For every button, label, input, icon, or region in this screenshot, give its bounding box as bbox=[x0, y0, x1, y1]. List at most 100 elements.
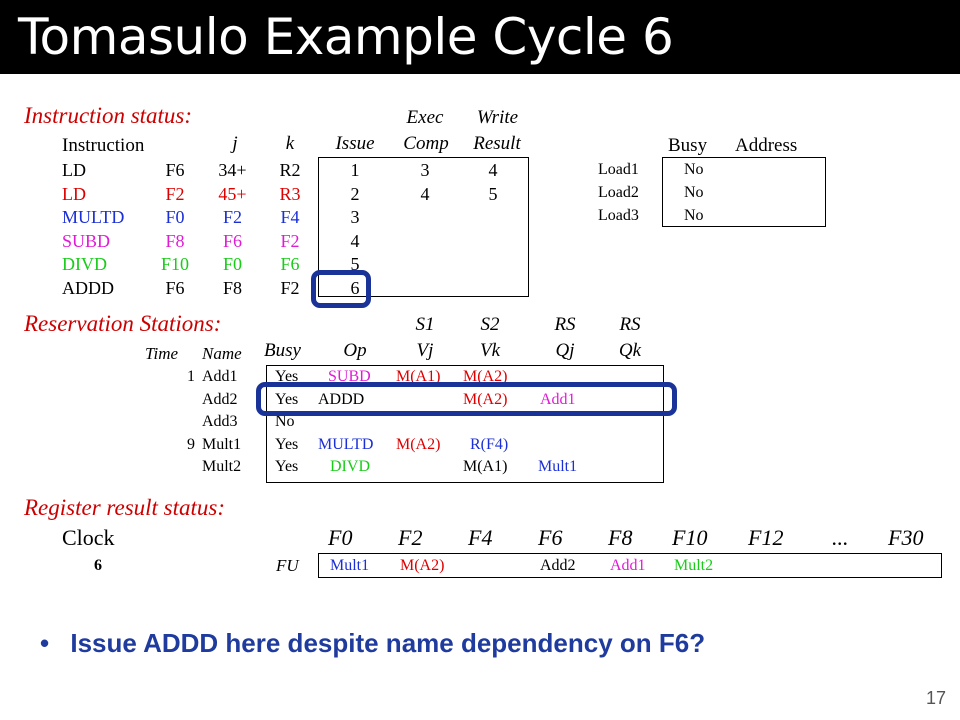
exec-top-header: Exec bbox=[406, 107, 444, 128]
rs-time: 1 bbox=[187, 368, 195, 385]
rs-name: Mult1 bbox=[202, 435, 242, 453]
register-fu-value: Mult1 bbox=[330, 557, 370, 574]
rs-op: MULTD bbox=[318, 435, 374, 453]
instruction-j: F10 bbox=[160, 254, 189, 274]
instruction-k: 34+ bbox=[218, 160, 247, 180]
instruction-j: F6 bbox=[165, 160, 185, 180]
rs-vk: M(A1) bbox=[463, 458, 508, 475]
instruction-op: MULTD bbox=[62, 207, 125, 227]
vk-header: Vk bbox=[479, 340, 501, 361]
instruction-op: DIVD bbox=[62, 254, 107, 274]
page-number: 17 bbox=[926, 688, 947, 708]
write-result-cycle: 5 bbox=[488, 183, 498, 204]
register-header: F10 bbox=[672, 525, 708, 550]
write-top-header: Write bbox=[476, 107, 519, 128]
s1-header: S1 bbox=[415, 314, 435, 335]
busy-header: Busy bbox=[668, 135, 708, 156]
rs-vk: M(A2) bbox=[463, 390, 508, 408]
rs-op: ADDD bbox=[318, 390, 365, 408]
load-buffer-busy: No bbox=[684, 184, 704, 201]
qj-header: Qj bbox=[555, 340, 575, 361]
issue-cycle: 2 bbox=[350, 183, 360, 204]
instruction-reg: R2 bbox=[279, 160, 301, 180]
rs-vj: M(A2) bbox=[396, 435, 441, 453]
reservation-stations-heading: Reservation Stations: bbox=[24, 311, 222, 336]
instruction-k: F8 bbox=[222, 277, 242, 298]
rs-name: Add3 bbox=[202, 413, 238, 430]
write-result-cycle: 4 bbox=[488, 160, 498, 180]
clock-label: Clock bbox=[62, 525, 115, 550]
rs-busy: No bbox=[275, 413, 295, 430]
load-buffer-box bbox=[662, 157, 826, 227]
clock-value: 6 bbox=[94, 557, 102, 574]
exec-comp-header: Comp bbox=[403, 133, 449, 154]
instruction-k: 45+ bbox=[218, 183, 247, 204]
write-result-header: Result bbox=[473, 133, 521, 154]
register-fu-value: Mult2 bbox=[674, 557, 714, 574]
instruction-reg: R3 bbox=[279, 183, 301, 204]
register-header: F2 bbox=[398, 525, 423, 550]
rs-vk: R(F4) bbox=[470, 435, 509, 453]
rs-busy: Yes bbox=[275, 390, 299, 408]
busy-rs-header: Busy bbox=[264, 340, 301, 361]
rs-busy: Yes bbox=[275, 368, 299, 385]
load-buffer-name: Load3 bbox=[598, 207, 639, 224]
rs1-header: RS bbox=[554, 314, 576, 335]
register-header: ... bbox=[832, 525, 849, 550]
rs-op: SUBD bbox=[328, 368, 371, 385]
register-header: F6 bbox=[538, 525, 563, 550]
issue-header: Issue bbox=[335, 133, 375, 154]
instruction-op: SUBD bbox=[62, 230, 111, 251]
instruction-reg: F4 bbox=[280, 207, 300, 227]
instruction-reg: F6 bbox=[280, 254, 300, 274]
load-buffer-busy: No bbox=[684, 207, 704, 224]
issue-cycle: 6 bbox=[350, 277, 360, 298]
instruction-reg: F2 bbox=[280, 277, 300, 298]
register-header: F4 bbox=[468, 525, 493, 550]
instruction-status-box bbox=[318, 157, 529, 297]
instruction-reg: F2 bbox=[280, 230, 300, 251]
register-header: F30 bbox=[888, 525, 924, 550]
vj-header: Vj bbox=[416, 340, 434, 361]
address-header: Address bbox=[735, 135, 798, 156]
rs-vj: M(A1) bbox=[396, 368, 441, 385]
instruction-header: Instruction bbox=[62, 135, 145, 156]
instruction-op: LD bbox=[62, 160, 86, 180]
instruction-k: F6 bbox=[222, 230, 242, 251]
instruction-j: F2 bbox=[165, 183, 185, 204]
time-header: Time bbox=[145, 344, 179, 363]
op-header: Op bbox=[343, 340, 367, 361]
issue-cycle: 1 bbox=[350, 160, 360, 180]
bullet-text: Issue ADDD here despite name dependency … bbox=[70, 628, 706, 658]
qk-header: Qk bbox=[618, 340, 642, 361]
rs-name: Add1 bbox=[202, 368, 238, 385]
register-fu-value: M(A2) bbox=[400, 557, 445, 574]
issue-6-highlight bbox=[311, 270, 371, 308]
instruction-j: F0 bbox=[165, 207, 185, 227]
title-bar: Tomasulo Example Cycle 6 bbox=[0, 0, 960, 74]
rs2-header: RS bbox=[619, 314, 641, 335]
instruction-k: F0 bbox=[222, 254, 242, 274]
register-status-box bbox=[318, 553, 942, 578]
exec-comp-cycle: 4 bbox=[420, 183, 430, 204]
issue-cycle: 5 bbox=[350, 254, 360, 274]
rs-op: DIVD bbox=[330, 458, 370, 475]
load-buffer-name: Load2 bbox=[598, 184, 639, 201]
rs-time: 9 bbox=[187, 435, 195, 453]
k-header: k bbox=[285, 133, 295, 154]
load-buffer-name: Load1 bbox=[598, 161, 639, 178]
add2-row-highlight bbox=[256, 382, 677, 416]
rs-qj: Mult1 bbox=[538, 458, 578, 475]
rs-name: Mult2 bbox=[202, 458, 242, 475]
instruction-k: F2 bbox=[222, 207, 242, 227]
issue-cycle: 3 bbox=[350, 207, 360, 227]
rs-qj: Add1 bbox=[540, 390, 576, 408]
rs-busy: Yes bbox=[275, 435, 299, 453]
j-header: j bbox=[232, 133, 238, 154]
rs-busy: Yes bbox=[275, 458, 299, 475]
load-buffer-busy: No bbox=[684, 161, 704, 178]
rs-name: Add2 bbox=[202, 390, 238, 408]
register-header: F8 bbox=[608, 525, 633, 550]
register-fu-value: Add1 bbox=[610, 557, 646, 574]
exec-comp-cycle: 3 bbox=[420, 160, 430, 180]
